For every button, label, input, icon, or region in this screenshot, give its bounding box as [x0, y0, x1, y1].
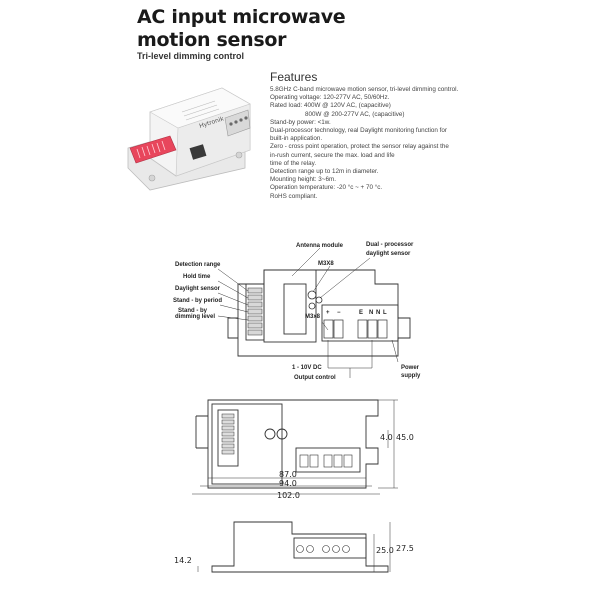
label-power-1: Power — [401, 365, 420, 371]
feature-item: Detection range up to 12m in diameter. — [270, 168, 379, 176]
feature-item: Zero - cross point operation, protect th… — [270, 143, 449, 151]
label-daylight-sensor-top: daylight sensor — [366, 251, 411, 257]
dim-102: 102.0 — [277, 491, 300, 500]
title-line-2: motion sensor — [137, 29, 287, 51]
title-line-1: AC input microwave — [137, 6, 346, 28]
feature-item: Mounting height: 3~6m. — [270, 176, 336, 184]
label-standby-dimming-2: dimming level — [175, 314, 215, 320]
label-terminal-n1: N — [369, 310, 373, 316]
feature-item: Stand-by power: <1w. — [270, 118, 331, 126]
label-detection-range: Detection range — [175, 262, 221, 268]
feature-item: 800W @ 200-277V AC, (capacitive) — [270, 110, 405, 118]
feature-item: time of the relay. — [270, 159, 317, 167]
feature-item: in-rush current, secure the max. load an… — [270, 151, 395, 159]
dim-45: 45.0 — [396, 433, 414, 442]
dim-25: 25.0 — [376, 546, 394, 555]
label-hold-time: Hold time — [183, 274, 211, 280]
label-standby-dimming-1: Stand - by — [178, 308, 208, 314]
label-terminal-l: L — [383, 310, 387, 316]
label-power-2: supply — [401, 373, 421, 379]
feature-item: 5.8GHz C-band microwave motion sensor, t… — [270, 86, 459, 93]
label-terminal-plus: + — [326, 310, 330, 316]
features-list: 5.8GHz C-band microwave motion sensor, t… — [270, 86, 490, 201]
label-dual-processor: Dual - processor — [366, 242, 414, 248]
feature-item: RoHS compliant. — [270, 192, 318, 200]
feature-item: built-in application. — [270, 135, 323, 143]
label-terminal-n2: N — [376, 310, 380, 316]
label-m3x8-side: M3x8 — [305, 314, 321, 320]
product-title: AC input microwave motion sensor — [137, 6, 437, 52]
label-m3x8-top: M3X8 — [318, 261, 334, 267]
label-terminal-e: E — [359, 310, 363, 316]
label-daylight-sensor: Daylight sensor — [175, 286, 221, 292]
features-heading: Features — [270, 70, 318, 84]
label-standby-period: Stand - by period — [173, 298, 222, 304]
feature-item: Dual-processor technology, real Daylight… — [270, 127, 447, 135]
feature-item: Rated load: 400W @ 120V AC, (capacitive) — [270, 102, 391, 110]
dim-87: 87.0 — [279, 470, 297, 479]
label-dc-range: 1 - 10V DC — [292, 365, 322, 371]
dim-94: 94.0 — [279, 479, 297, 488]
feature-item: Operation temperature: -20 °c ~ + 70 °c. — [270, 184, 383, 192]
dim-14: 14.2 — [174, 556, 192, 565]
feature-item: Operating voltage: 120-277V AC, 50/60Hz. — [270, 94, 390, 102]
label-terminal-minus: − — [337, 310, 341, 316]
label-output-control: Output control — [294, 375, 336, 381]
dim-4: 4.0 — [380, 433, 393, 442]
product-subtitle: Tri-level dimming control — [137, 51, 245, 61]
label-antenna-module: Antenna module — [296, 243, 344, 249]
dim-27: 27.5 — [396, 544, 414, 553]
